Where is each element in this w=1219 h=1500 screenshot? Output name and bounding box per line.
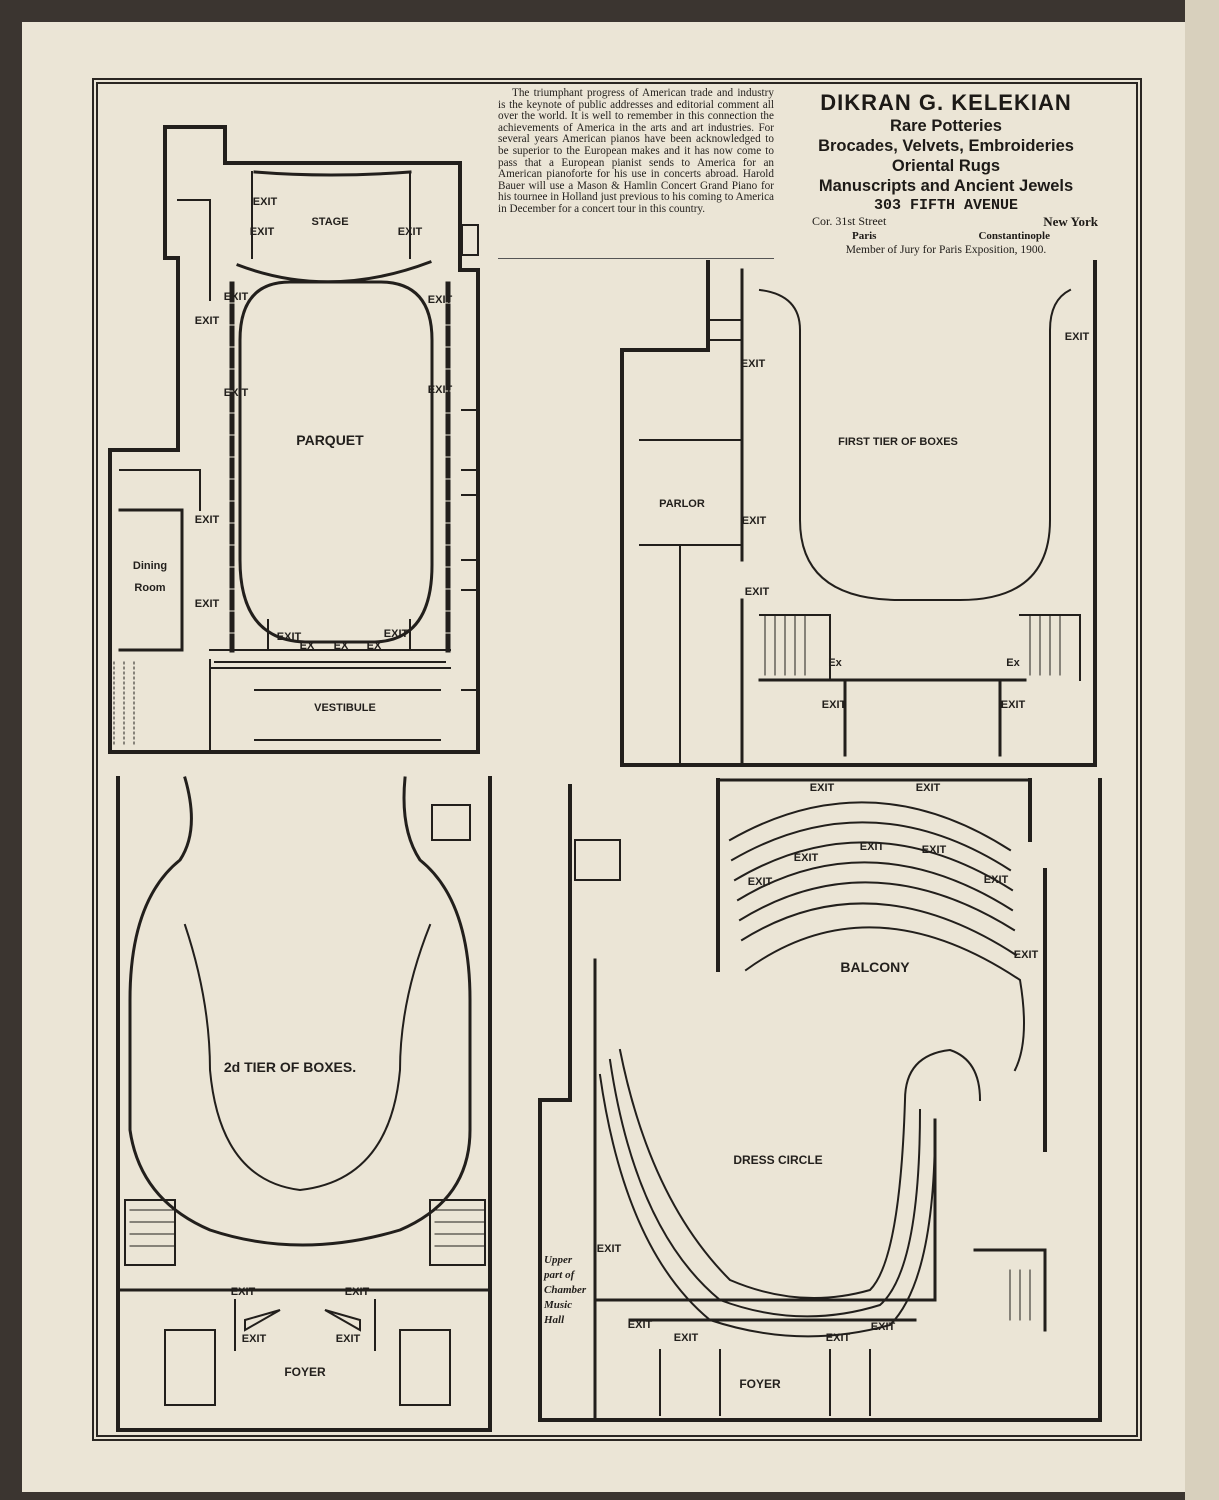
ex-label: EX: [299, 640, 315, 652]
ad-jury-note: Member of Jury for Paris Exposition, 190…: [845, 244, 1047, 256]
balcony-plan: [538, 778, 1102, 1422]
exit-label: EXIT: [596, 1243, 622, 1255]
ex-label: EX: [366, 640, 382, 652]
ad-city: New York: [1043, 214, 1098, 229]
exit-label: EXIT: [344, 1286, 370, 1298]
exit-label: EXIT: [627, 1319, 653, 1331]
exit-label: EXIT: [825, 1332, 851, 1344]
ad-branch: Paris: [852, 230, 877, 242]
exit-label: EXIT: [383, 628, 409, 640]
exit-label: EXIT: [740, 358, 766, 370]
exit-label: EXIT: [335, 1333, 361, 1345]
ad-line: Manuscripts and Ancient Jewels: [818, 177, 1074, 195]
parlor-label: PARLOR: [659, 498, 705, 510]
foyer-label: FOYER: [284, 1365, 326, 1379]
exit-label: EXIT: [276, 631, 302, 643]
exit-label: EXIT: [1000, 699, 1026, 711]
parquet-plan: [108, 125, 480, 754]
second-tier-plan: [116, 776, 492, 1432]
balcony-label: BALCONY: [840, 959, 910, 975]
exit-label: EXIT: [809, 782, 835, 794]
exit-label: EXIT: [921, 844, 947, 856]
exit-label: EXIT: [744, 586, 770, 598]
exit-label: EXIT: [859, 841, 885, 853]
exit-label: EXIT: [1013, 949, 1039, 961]
exit-label: EXIT: [194, 598, 220, 610]
ad-address: 303 FIFTH AVENUE: [873, 197, 1019, 214]
exit-label: EXIT: [983, 874, 1009, 886]
exit-label: EXIT: [427, 384, 453, 396]
page-border: [92, 78, 1142, 1441]
ad-line: Rare Potteries: [890, 117, 1002, 135]
ad-branch: Constantinople: [978, 230, 1050, 242]
article-text: The triumphant progress of American trad…: [498, 87, 774, 259]
exit-label: EXIT: [223, 387, 249, 399]
dining-room-label: Dining Room: [132, 560, 168, 594]
ex-label: EX: [333, 640, 349, 652]
ad-location-row: Cor. 31st Street New York: [782, 214, 1110, 230]
exit-label: EXIT: [821, 699, 847, 711]
program-page: [22, 22, 1197, 1492]
first-tier-plan: [620, 260, 1097, 767]
exit-label: EXIT: [249, 226, 275, 238]
exit-label: EXIT: [747, 876, 773, 888]
exit-label: EXIT: [793, 852, 819, 864]
ad-line: Oriental Rugs: [891, 157, 1001, 175]
advertiser-name: DIKRAN G. KELEKIAN: [820, 90, 1072, 115]
stage-label: STAGE: [311, 216, 349, 228]
ex-label: Ex: [828, 657, 842, 669]
exit-label: EXIT: [870, 1321, 896, 1333]
ad-branches-row: Paris Constantinople: [782, 230, 1110, 242]
ex-label: Ex: [1006, 657, 1020, 669]
exit-label: EXIT: [194, 315, 220, 327]
first-tier-label: FIRST TIER OF BOXES: [838, 436, 958, 448]
parquet-label: PARQUET: [296, 432, 364, 448]
exit-label: EXIT: [397, 226, 423, 238]
kelekian-advertisement: DIKRAN G. KELEKIAN Rare Potteries Brocad…: [782, 88, 1110, 256]
chamber-music-hall-label: Upper part of Chamber Music Hall: [544, 1254, 587, 1326]
exit-label: EXIT: [252, 196, 278, 208]
vestibule-label: VESTIBULE: [314, 702, 376, 714]
exit-label: EXIT: [223, 291, 249, 303]
ad-street: Cor. 31st Street: [812, 214, 887, 228]
foyer-label: FOYER: [739, 1377, 781, 1391]
exit-label: EXIT: [915, 782, 941, 794]
exit-label: EXIT: [241, 1333, 267, 1345]
exit-label: EXIT: [230, 1286, 256, 1298]
exit-label: EXIT: [1064, 331, 1090, 343]
exit-label: EXIT: [194, 514, 220, 526]
binding-edge: [1185, 0, 1219, 1500]
dress-circle-label: DRESS CIRCLE: [733, 1153, 823, 1167]
ad-line: Brocades, Velvets, Embroideries: [818, 137, 1074, 155]
exit-label: EXIT: [427, 294, 453, 306]
exit-label: EXIT: [741, 515, 767, 527]
exit-label: EXIT: [673, 1332, 699, 1344]
second-tier-label: 2d TIER OF BOXES.: [223, 1059, 357, 1075]
